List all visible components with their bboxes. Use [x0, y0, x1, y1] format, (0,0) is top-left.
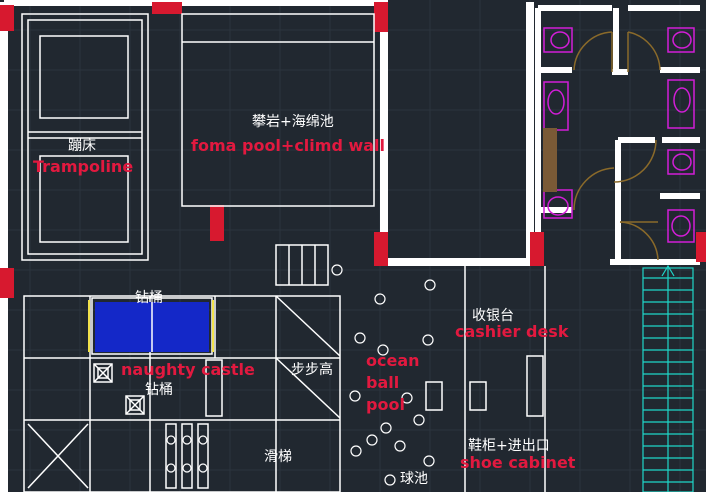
- drill-bucket-label-bottom: 钻桶: [145, 382, 173, 398]
- climb-label-cn: 攀岩+海绵池: [252, 113, 334, 130]
- small-stairs: [275, 244, 329, 286]
- cashier-label-cn: 收银台: [472, 308, 514, 324]
- ocean-ball-circles: [331, 264, 436, 486]
- ocean-label-line3: pool: [366, 395, 405, 414]
- cashier-area: [425, 266, 546, 492]
- trampoline-area: [21, 13, 149, 261]
- climb-label-en: foma pool+climd wall: [191, 136, 385, 155]
- step-high-label: 步步高: [291, 361, 333, 378]
- walls: [0, 0, 534, 492]
- play-knobs: [166, 435, 208, 473]
- restroom-partition: [543, 128, 557, 192]
- shoe-label-en: shoe cabinet: [460, 453, 576, 472]
- naughty-castle-label: naughty castle: [121, 360, 255, 379]
- slide-label: 滑梯: [264, 448, 292, 465]
- ocean-label-line1: ocean: [366, 351, 420, 370]
- ball-pit: [88, 297, 214, 355]
- trampoline-label-cn: 蹦床: [68, 138, 96, 154]
- restroom-doors: [573, 31, 661, 261]
- ball-pool-label: 球池: [400, 471, 428, 487]
- play-structure: [23, 295, 341, 492]
- columns: [0, 2, 706, 298]
- entrance-stairs: [642, 264, 694, 492]
- ocean-label-line2: ball: [366, 373, 399, 392]
- drill-bucket-label-top: 钻桶: [135, 290, 163, 306]
- climb-area: [181, 13, 375, 207]
- wall-details: [535, 5, 700, 265]
- trampoline-label-en: Trampoline: [33, 157, 133, 176]
- shoe-label-cn: 鞋柜+进出口: [468, 438, 550, 454]
- restroom-fixtures: [543, 27, 695, 243]
- cashier-label-en: cashier desk: [455, 322, 569, 341]
